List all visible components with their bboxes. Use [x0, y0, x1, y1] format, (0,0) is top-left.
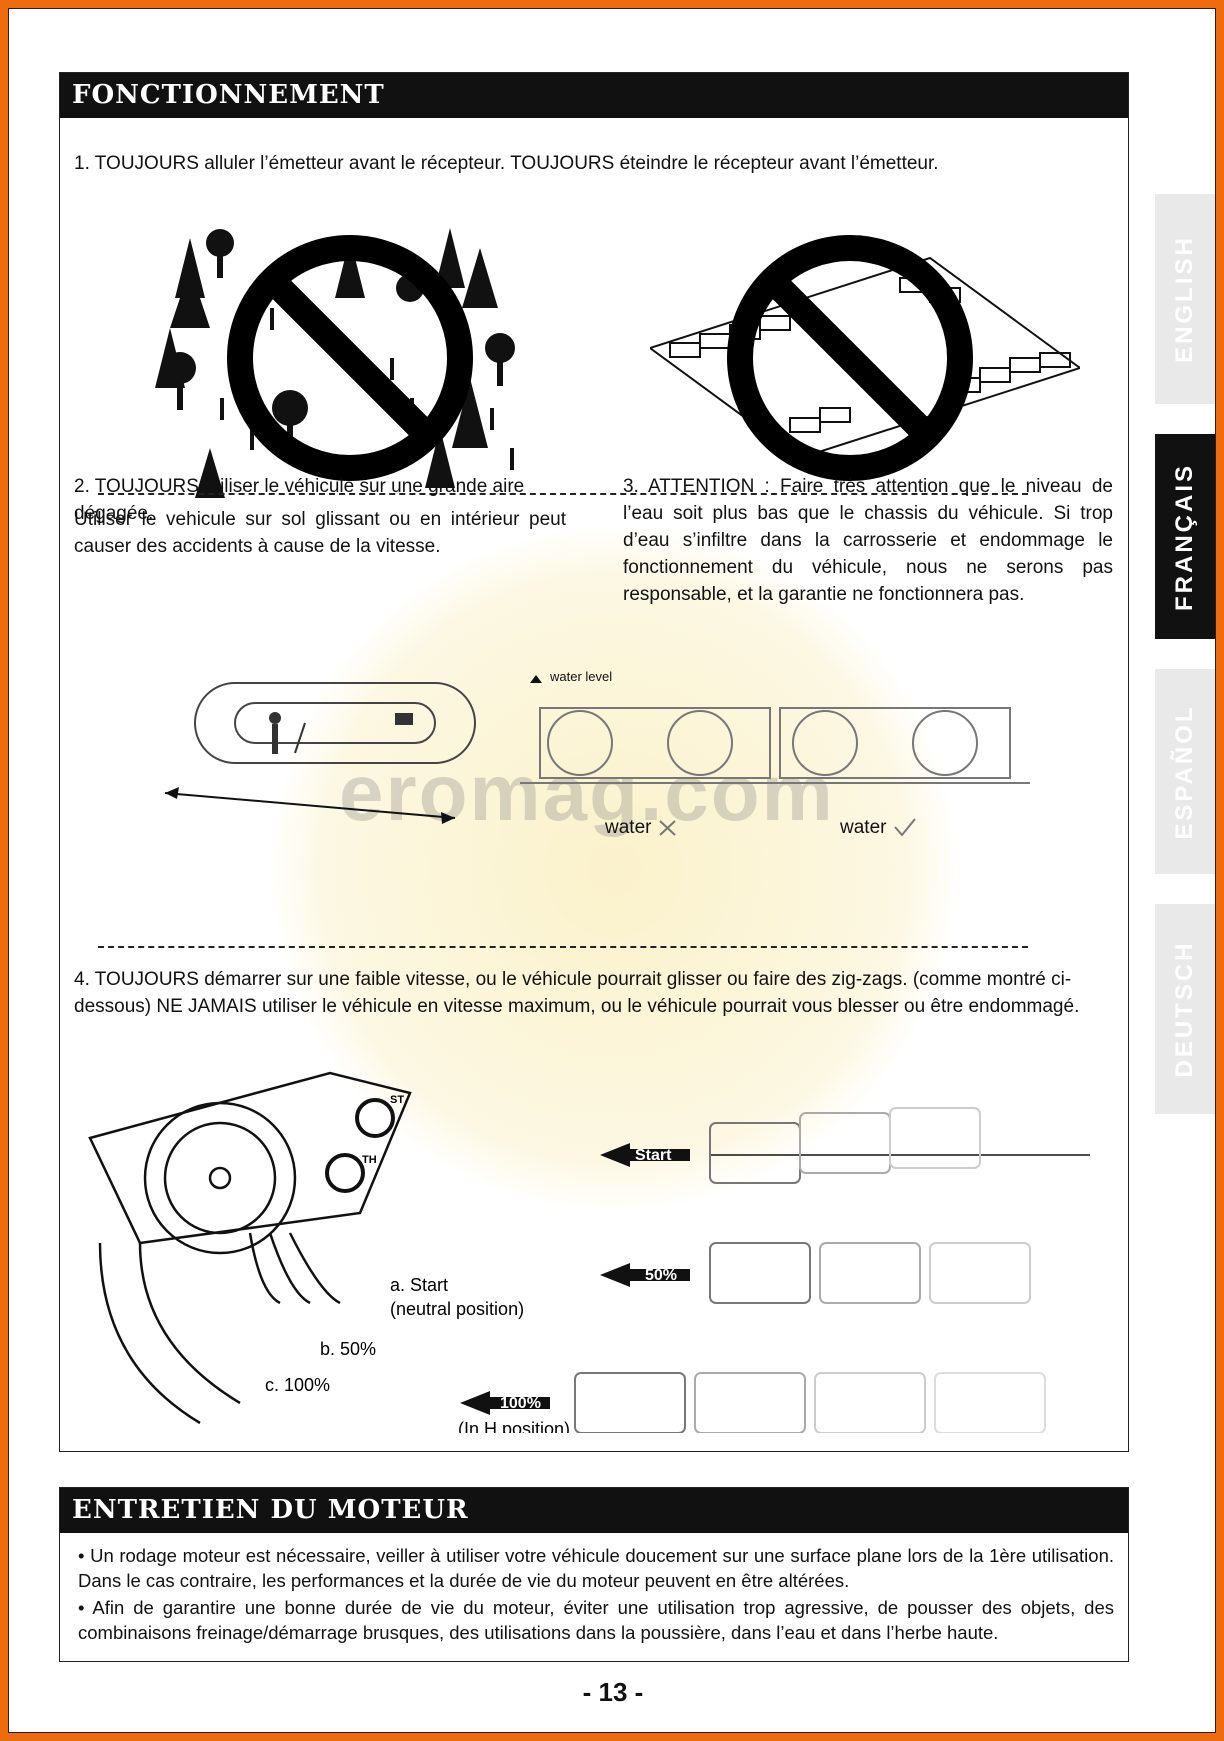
instruction-1: 1. TOUJOURS alluler l’émetteur avant le …	[74, 153, 939, 174]
water-label-left: water	[604, 817, 652, 838]
arrow-50-icon	[600, 1263, 690, 1287]
throttle-speed-diagram: ST TH a. Start (neutral position) b. 50%…	[88, 1071, 1090, 1433]
manual-page: eromag.com ENGLISH FRANÇAIS ESPAÑOL DEUT…	[8, 8, 1216, 1733]
throttle-label: TH	[362, 1154, 377, 1166]
arrow-start-label: Start	[635, 1147, 672, 1164]
instruction-4: 4. TOUJOURS démarrer sur une faible vite…	[74, 969, 1080, 1017]
arrow-50-label: 50%	[645, 1267, 677, 1284]
water-level-label: water level	[549, 669, 612, 684]
page-number: - 13 -	[582, 1677, 644, 1707]
divider-dashed-2	[98, 946, 1028, 948]
instruction-3: 3. ATTENTION : Faire très attention que …	[623, 476, 1113, 605]
water-label-right: water	[839, 817, 887, 838]
divider-dashed	[98, 493, 1028, 495]
tab-espanol[interactable]: ESPAÑOL	[1155, 669, 1215, 874]
steering-label: ST	[390, 1094, 404, 1106]
tab-francais[interactable]: FRANÇAIS	[1155, 434, 1215, 639]
maintenance-bullet-2: • Afin de garantire une bonne durée de v…	[78, 1597, 1114, 1643]
maintenance-bullet-1: • Un rodage moteur est nécessaire, veill…	[78, 1545, 1114, 1591]
tab-deutsch[interactable]: DEUTSCH	[1155, 904, 1215, 1114]
arrow-100-icon	[460, 1391, 550, 1415]
section-title: FONCTIONNEMENT	[72, 80, 385, 110]
track-illustration	[164, 682, 476, 824]
position-b-label: b. 50%	[320, 1339, 376, 1359]
tab-deutsch-label: DEUTSCH	[1171, 940, 1198, 1078]
position-c-label: c. 100%	[265, 1375, 330, 1395]
position-a-label: a. Start	[390, 1275, 448, 1295]
instruction-2-body: Utiliser le vehicule sur sol glissant ou…	[74, 509, 566, 557]
tab-espanol-label: ESPAÑOL	[1171, 703, 1198, 840]
arrow-start-icon	[600, 1143, 690, 1167]
instruction-2-title: 2. TOUJOURS utiliser le véhicule sur une…	[74, 476, 525, 524]
tab-english[interactable]: ENGLISH	[1155, 194, 1215, 404]
water-level-illustration: water level water water	[520, 669, 1030, 838]
arrow-100-sub: (In H position)	[458, 1419, 570, 1433]
arrow-100-label: 100%	[500, 1395, 541, 1412]
no-parking-lot-illustration	[650, 235, 1080, 481]
tab-english-label: ENGLISH	[1171, 235, 1198, 363]
watermark-seal	[274, 529, 954, 1209]
section-entretien: ENTRETIEN DU MOTEUR • Un rodage moteur e…	[59, 1487, 1129, 1662]
section-header-2: ENTRETIEN DU MOTEUR	[60, 1488, 1128, 1533]
position-a-sub: (neutral position)	[390, 1299, 524, 1319]
no-crowd-forest-illustration	[155, 228, 515, 498]
section-header: FONCTIONNEMENT	[60, 73, 1128, 118]
section-title-2: ENTRETIEN DU MOTEUR	[72, 1495, 469, 1525]
tab-francais-label: FRANÇAIS	[1171, 462, 1198, 611]
section-fonctionnement: FONCTIONNEMENT 1. TOUJOURS alluler l’éme…	[59, 72, 1129, 1452]
